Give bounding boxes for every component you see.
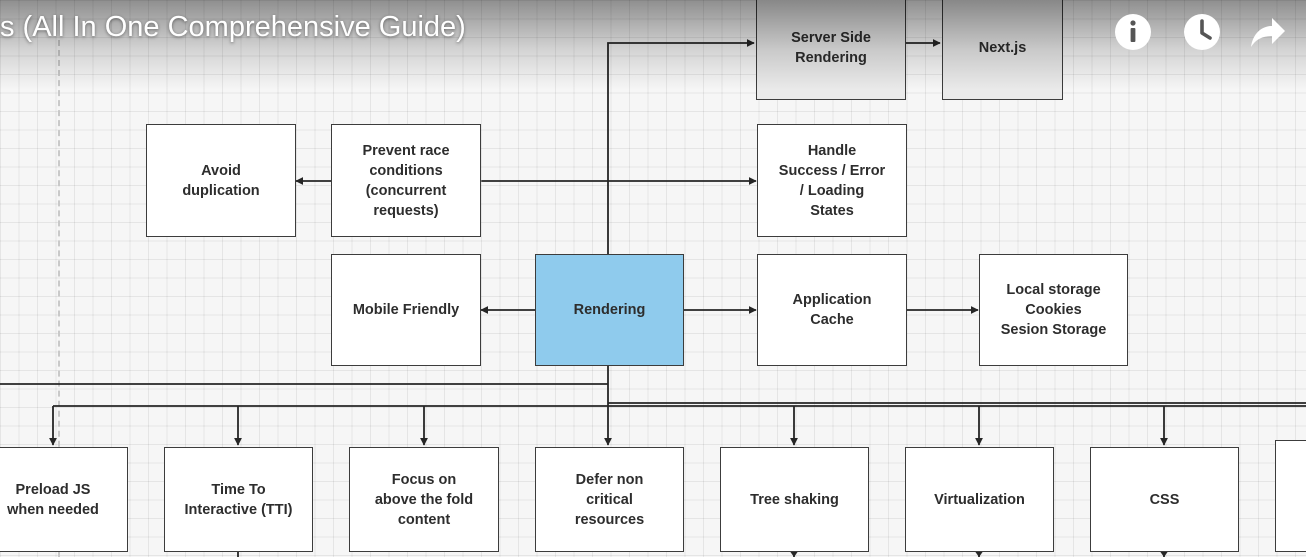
- edge-rendering-ssr: [607, 39, 755, 254]
- node-css: CSS: [1090, 447, 1239, 552]
- node-label: Avoid duplication: [182, 162, 260, 199]
- node-storage: Local storage Cookies Sesion Storage: [979, 254, 1128, 366]
- node-server-side-rendering: Server Side Rendering: [756, 0, 906, 100]
- node-label: Tree shaking: [750, 491, 839, 508]
- node-application-cache: Application Cache: [757, 254, 907, 366]
- node-label: Defer non critical resources: [574, 471, 645, 528]
- video-title[interactable]: s (All In One Comprehensive Guide): [0, 11, 466, 43]
- node-nextjs: Next.js: [942, 0, 1063, 100]
- node-focus-fold: Focus on above the fold content: [349, 447, 499, 552]
- node-avoid-duplication: Avoid duplication: [146, 124, 296, 237]
- info-icon[interactable]: [1113, 12, 1153, 57]
- node-label: Local storage Cookies Sesion Storage: [1000, 282, 1107, 338]
- dashed-guide: [58, 40, 60, 557]
- node-label: Handle Success / Error / Loading States: [778, 142, 886, 219]
- node-virtualization: Virtualization: [905, 447, 1054, 552]
- node-defer: Defer non critical resources: [535, 447, 684, 552]
- node-label: Virtualization: [934, 491, 1025, 508]
- node-label: Rendering: [573, 302, 646, 318]
- node-label: Server Side Rendering: [791, 30, 871, 66]
- node-tti: Time To Interactive (TTI): [164, 447, 313, 552]
- node-cutoff: [1275, 440, 1306, 552]
- node-label: Next.js: [978, 40, 1027, 56]
- node-label: Preload JS when needed: [7, 481, 99, 518]
- watch-later-icon[interactable]: [1182, 12, 1222, 57]
- node-label: Prevent race conditions (concurrent requ…: [362, 142, 450, 219]
- node-handle-states: Handle Success / Error / Loading States: [757, 124, 907, 237]
- share-icon[interactable]: [1247, 14, 1287, 55]
- node-label: Focus on above the fold content: [374, 471, 474, 528]
- node-tree-shaking: Tree shaking: [720, 447, 869, 552]
- node-label: Mobile Friendly: [352, 302, 460, 318]
- node-rendering: Rendering: [535, 254, 684, 366]
- node-label: Time To Interactive (TTI): [184, 481, 293, 518]
- node-label: CSS: [1149, 491, 1180, 508]
- node-prevent-race: Prevent race conditions (concurrent requ…: [331, 124, 481, 237]
- node-mobile-friendly: Mobile Friendly: [331, 254, 481, 366]
- node-label: Application Cache: [792, 292, 872, 328]
- node-preload-js: Preload JS when needed: [0, 447, 128, 552]
